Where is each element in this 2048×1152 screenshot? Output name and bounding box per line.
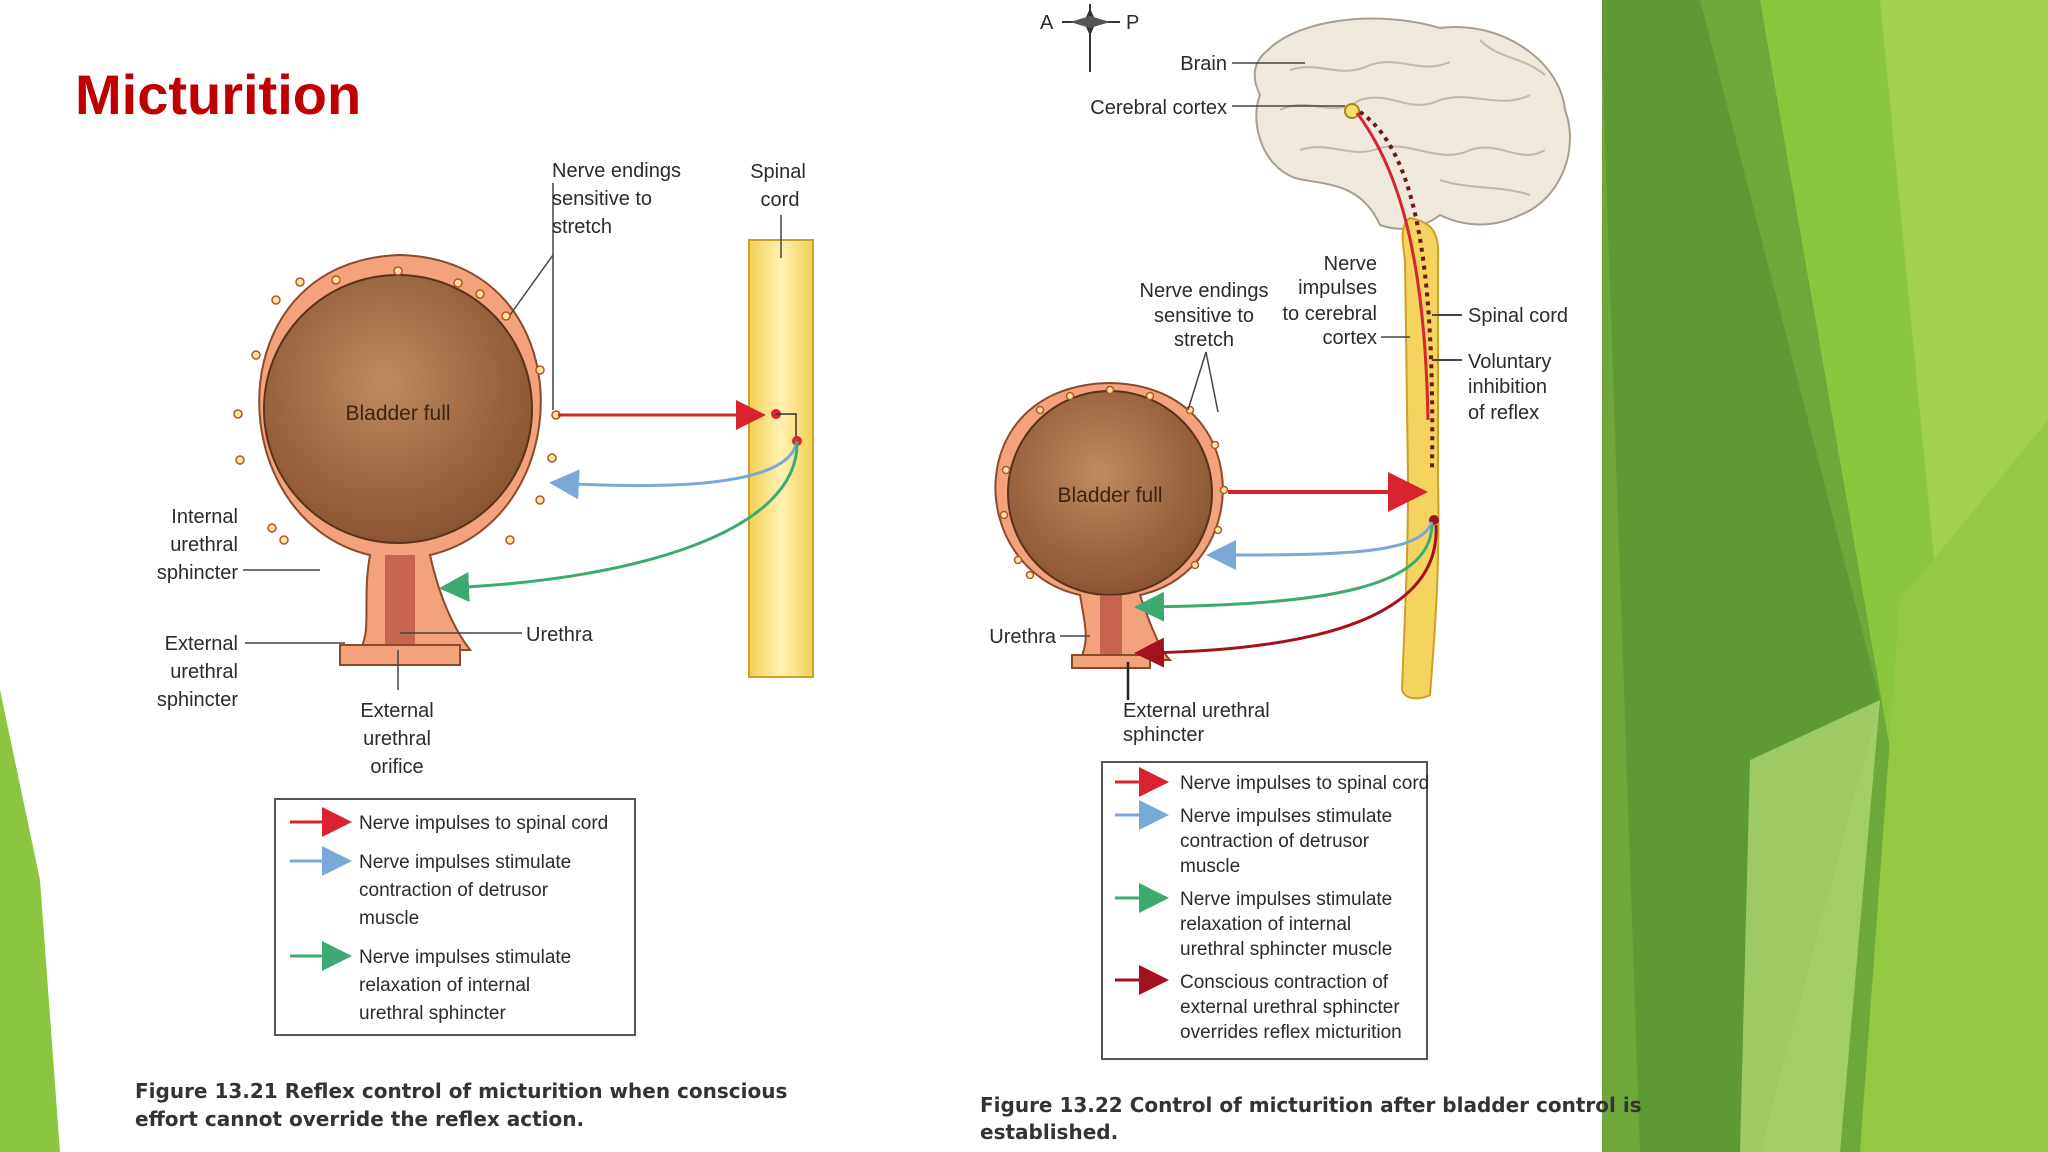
right-sphincter-shape <box>1071 654 1151 669</box>
slide-title: Micturition <box>75 63 362 126</box>
left-arrow-blue <box>549 440 799 500</box>
inhibition-label-1: Voluntary <box>1468 351 1551 373</box>
spinal-cord-label-1: Spinal <box>750 161 806 183</box>
right-sphincter-label-2: sphincter <box>1123 724 1204 746</box>
right-nerve-endings-2: sensitive to <box>1154 305 1254 327</box>
compass-a-label: A <box>1040 12 1054 34</box>
right-bladder-label: Bladder full <box>1057 484 1162 507</box>
external-sphincter-label-2: urethral <box>170 661 238 683</box>
left-legend-3-line-1: Nerve impulses stimulate <box>359 947 571 968</box>
impulses-label-4: cortex <box>1323 327 1377 349</box>
left-legend-2-line-1: Nerve impulses stimulate <box>359 852 571 873</box>
impulses-label-1: Nerve <box>1324 253 1377 275</box>
left-legend-1-line-1: Nerve impulses to spinal cord <box>359 813 608 834</box>
right-legend-3-line-2: relaxation of internal <box>1180 914 1351 935</box>
orifice-label-3: orifice <box>370 756 423 778</box>
right-legend-2-line-3: muscle <box>1180 856 1240 877</box>
left-nerve-endings-2: sensitive to <box>552 188 652 210</box>
right-legend-4-line-2: external urethral sphincter <box>1180 997 1400 1018</box>
right-legend-4-line-1: Conscious contraction of <box>1180 972 1389 993</box>
right-urethra-label: Urethra <box>989 626 1057 648</box>
left-caption-line-2: effort cannot override the reflex action… <box>135 1107 584 1131</box>
right-legend-2-line-2: contraction of detrusor <box>1180 831 1370 852</box>
left-legend-box <box>274 798 636 1036</box>
figure-13-22: A P <box>980 4 1642 1144</box>
right-nerve-pointer-a <box>1187 351 1207 411</box>
impulses-label-3: to cerebral <box>1283 303 1378 325</box>
right-spinal-cord-label: Spinal cord <box>1468 305 1568 327</box>
cortex-label: Cerebral cortex <box>1090 97 1227 119</box>
green-facet-5 <box>1740 700 1880 1152</box>
right-urethra-channel <box>1100 595 1122 660</box>
inhibition-label-3: of reflex <box>1468 402 1539 424</box>
right-arrow-green <box>1134 524 1434 622</box>
left-urethra-label: Urethra <box>526 624 594 646</box>
cortex-node <box>1344 103 1360 119</box>
left-legend-3-line-2: relaxation of internal <box>359 975 530 996</box>
compass-icon <box>1062 4 1120 72</box>
internal-sphincter-label-3: sphincter <box>157 562 238 584</box>
left-nerve-pointer-b <box>509 254 554 316</box>
right-sphincter-label-1: External urethral <box>1123 700 1270 722</box>
stretch-receptors <box>233 266 561 545</box>
right-caption-line-1: Figure 13.22 Control of micturition afte… <box>980 1093 1642 1117</box>
left-nerve-endings-3: stretch <box>552 216 612 238</box>
spinal-cord-label-2: cord <box>761 189 800 211</box>
left-legend-2-line-2: contraction of detrusor <box>359 880 549 901</box>
right-ascending-path <box>1355 112 1430 421</box>
white-edge <box>1552 0 1602 1152</box>
external-sphincter-label-3: sphincter <box>157 689 238 711</box>
impulses-label-2: impulses <box>1298 277 1377 299</box>
right-legend-1-line-1: Nerve impulses to spinal cord <box>1180 773 1429 794</box>
right-nerve-endings-1: Nerve endings <box>1140 280 1269 302</box>
internal-sphincter-label-2: urethral <box>170 534 238 556</box>
orifice-label-2: urethral <box>363 728 431 750</box>
left-interneuron <box>776 413 797 440</box>
left-nerve-endings-1: Nerve endings <box>552 160 681 182</box>
right-legend-3-line-1: Nerve impulses stimulate <box>1180 889 1392 910</box>
right-arrow-blue <box>1206 521 1434 570</box>
right-legend-4-line-3: overrides reflex micturition <box>1180 1022 1402 1043</box>
green-corner-left <box>0 690 60 1152</box>
right-legend-2-line-1: Nerve impulses stimulate <box>1180 806 1392 827</box>
left-legend-2-line-3: muscle <box>359 908 419 929</box>
right-inhibition-path <box>1358 110 1435 471</box>
compass-p-label: P <box>1126 12 1139 34</box>
right-legend-3-line-3: urethral sphincter muscle <box>1180 939 1392 960</box>
right-arrow-dark-red <box>1134 524 1438 668</box>
green-facet-4 <box>1860 420 2048 1152</box>
left-legend-3-line-3: urethral sphincter <box>359 1003 506 1024</box>
right-stretch-receptors <box>999 385 1229 580</box>
orifice-label-1: External <box>360 700 433 722</box>
urethra-channel <box>385 555 415 650</box>
inhibition-label-2: inhibition <box>1468 376 1547 398</box>
internal-sphincter-label-1: Internal <box>171 506 238 528</box>
right-nerve-pointer-b <box>1205 351 1219 413</box>
left-bladder-label: Bladder full <box>345 402 450 425</box>
external-sphincter-shape <box>339 644 461 666</box>
left-caption-line-1: Figure 13.21 Reflex control of micturiti… <box>135 1079 787 1103</box>
right-nerve-endings-3: stretch <box>1174 329 1234 351</box>
external-sphincter-label-1: External <box>165 633 238 655</box>
spinal-cord-column <box>748 239 814 678</box>
brain-shape <box>1253 17 1571 230</box>
figure-13-21: Spinal cord Bladder full <box>135 160 814 1131</box>
brain-label: Brain <box>1180 53 1227 75</box>
left-arrow-green <box>439 440 799 602</box>
right-caption-line-2: established. <box>980 1120 1118 1144</box>
